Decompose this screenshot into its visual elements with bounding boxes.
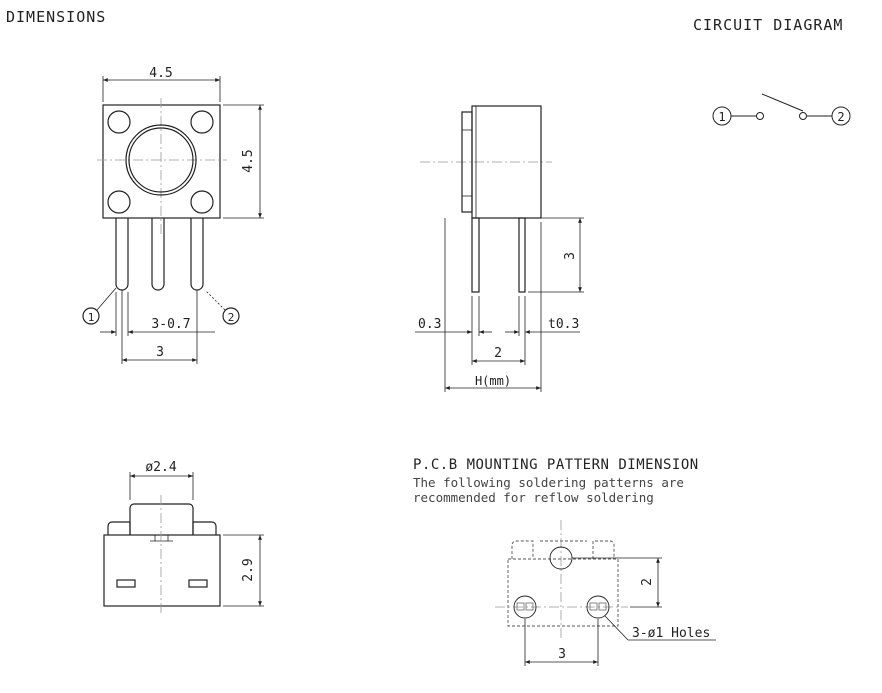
pcb-hole-right	[586, 595, 610, 619]
pcb-note-line1: The following soldering patterns are	[413, 475, 684, 490]
pcb-horizontal-dim-label: 3	[558, 647, 566, 662]
pin-spacing-label: 3	[156, 345, 164, 360]
corner-circle	[190, 110, 214, 134]
corner-circle	[107, 190, 131, 214]
bottom-actuator	[129, 503, 194, 535]
left-thickness-label: 0.3	[418, 317, 441, 332]
pcb-labels: 2 3 3-ø1 Holes	[558, 578, 710, 662]
front-body	[102, 104, 221, 219]
pin2-callout	[222, 307, 240, 325]
front-lead-1	[115, 218, 129, 291]
side-body	[471, 105, 542, 219]
pcb-hole-left	[513, 595, 537, 619]
circuit-diagram	[712, 93, 851, 126]
front-view	[82, 76, 264, 364]
switch-lever	[761, 93, 804, 112]
body-height-label: 2.9	[241, 558, 256, 581]
side-lead-left	[471, 217, 480, 293]
front-lead-2	[151, 218, 165, 291]
actuator-diameter-label: ø2.4	[145, 460, 176, 475]
bottom-view-labels: ø2.4 2.9	[145, 460, 256, 582]
lead-length-label: 3	[563, 252, 578, 260]
contact-right	[799, 112, 807, 120]
pcb-holes-label: 3-ø1 Holes	[632, 626, 710, 641]
right-thickness-label: t0.3	[548, 317, 579, 332]
front-lead-3	[190, 218, 204, 291]
overall-height-label: H(mm)	[475, 374, 511, 388]
pcb-pattern	[495, 520, 716, 666]
node2-label: 2	[837, 110, 844, 124]
side-view-labels: 0.3 t0.3 2 H(mm) 3	[418, 252, 579, 388]
dimensions-header: DIMENSIONS	[6, 8, 107, 26]
side-pin-spacing-label: 2	[494, 346, 502, 361]
bottom-view	[103, 472, 264, 615]
pin2-label: 2	[228, 311, 235, 324]
pcb-vertical-dim-label: 2	[640, 578, 655, 586]
actuator-inner	[128, 127, 194, 193]
side-view	[415, 105, 584, 392]
pcb-footprint	[507, 558, 619, 627]
circuit-labels: 1 2	[718, 110, 844, 124]
bottom-body	[103, 534, 221, 607]
front-width-label: 4.5	[149, 66, 172, 81]
side-lead-right	[518, 217, 526, 293]
pcb-title: P.C.B MOUNTING PATTERN DIMENSION	[413, 457, 699, 473]
pin1-callout	[82, 307, 100, 325]
pcb-note-line2: recommended for reflow soldering	[413, 490, 654, 505]
contact-left	[756, 112, 764, 120]
corner-circle	[107, 110, 131, 134]
circuit-diagram-header: CIRCUIT DIAGRAM	[693, 16, 844, 34]
pin-pitch-label: 3-0.7	[151, 317, 190, 332]
front-height-label: 4.5	[241, 149, 256, 172]
node1-label: 1	[718, 110, 725, 124]
pin1-label: 1	[88, 311, 95, 324]
actuator-outer	[125, 124, 197, 196]
terminal-slot	[116, 579, 136, 588]
terminal-slot	[188, 579, 208, 588]
node2-circle	[831, 106, 851, 126]
corner-circle	[190, 190, 214, 214]
front-view-labels: 4.5 4.5 3-0.7 3 1 2	[88, 66, 256, 360]
